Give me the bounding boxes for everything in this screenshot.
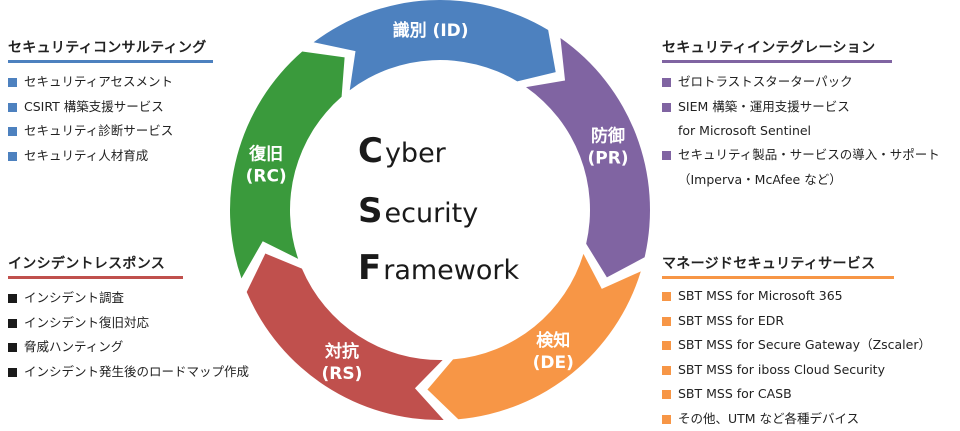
square-bullet-icon [662,292,671,301]
list-item: インシデント調査 [8,286,183,311]
list-item: SBT MSS for iboss Cloud Security [662,358,894,383]
square-bullet-icon [8,319,17,328]
list-item: インシデント発生後のロードマップ作成 [8,360,183,385]
square-bullet-icon [662,151,671,160]
list-item: インシデント復旧対応 [8,311,183,336]
square-bullet-icon [8,294,17,303]
segment-code-rc: (RC) [246,166,287,186]
list-item: ゼロトラストスターターパック [662,70,892,95]
square-bullet-icon [8,343,17,352]
managed-list: SBT MSS for Microsoft 365 SBT MSS for ED… [662,284,894,431]
wheel-segment-id [314,0,556,90]
csf-line-cyber: Cyber [358,131,447,171]
square-bullet-icon [662,78,671,87]
incident-list: インシデント調査 インシデント復旧対応 脅威ハンティング インシデント発生後のロ… [8,286,183,384]
segment-code-de: (DE) [533,353,574,373]
list-item: SBT MSS for CASB [662,382,894,407]
integration-title: セキュリティインテグレーション [662,37,892,63]
list-item: SBT MSS for Microsoft 365 [662,284,894,309]
list-item: セキュリティ製品・サービスの導入・サポート（Imperva・McAfee など） [662,143,892,192]
incident-title: インシデントレスポンス [8,253,183,279]
segment-label-id: 識別 (ID) [393,20,469,41]
square-bullet-icon [8,152,17,161]
square-bullet-icon [8,103,17,112]
managed-title: マネージドセキュリティサービス [662,253,894,279]
consulting-list: セキュリティアセスメント CSIRT 構築支援サービス セキュリティ診断サービス… [8,70,213,168]
csf-line-framework: Framework [358,248,519,288]
incident-response-panel: インシデントレスポンス インシデント調査 インシデント復旧対応 脅威ハンティング… [8,253,183,384]
segment-label-pr: 防御 [591,125,625,146]
square-bullet-icon [8,127,17,136]
consulting-title: セキュリティコンサルティング [8,37,213,63]
square-bullet-icon [662,415,671,424]
segment-label-rc: 復旧 [248,143,283,164]
list-item: セキュリティ診断サービス [8,119,213,144]
list-item: CSIRT 構築支援サービス [8,95,213,120]
csf-line-security: Security [358,191,478,231]
list-item: セキュリティ人材育成 [8,144,213,169]
wheel-segment-rc [230,52,345,279]
segment-label-rs: 対抗 [324,341,359,362]
list-item: その他、UTM など各種デバイス [662,407,894,431]
square-bullet-icon [662,390,671,399]
csf-center-text: Cyber Security Framework [358,131,519,288]
list-item: セキュリティアセスメント [8,70,213,95]
list-item: 脅威ハンティング [8,335,183,360]
managed-security-panel: マネージドセキュリティサービス SBT MSS for Microsoft 36… [662,253,894,431]
square-bullet-icon [662,341,671,350]
integration-panel: セキュリティインテグレーション ゼロトラストスターターパック SIEM 構築・運… [662,37,892,192]
segment-code-rs: (RS) [322,364,363,384]
consulting-panel: セキュリティコンサルティング セキュリティアセスメント CSIRT 構築支援サー… [8,37,213,168]
square-bullet-icon [8,368,17,377]
square-bullet-icon [8,78,17,87]
segment-code-pr: (PR) [587,148,628,168]
list-item: SBT MSS for EDR [662,309,894,334]
segment-label-de: 検知 [536,330,570,351]
list-item: SBT MSS for Secure Gateway（Zscaler） [662,333,894,358]
square-bullet-icon [662,366,671,375]
square-bullet-icon [662,317,671,326]
square-bullet-icon [662,103,671,112]
